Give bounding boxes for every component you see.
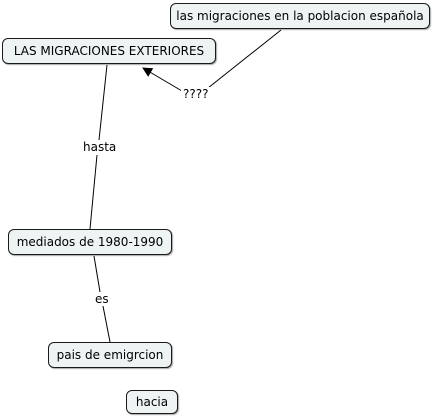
concept-node-hacia[interactable]: hacia <box>126 390 178 414</box>
line-hasta-to-mediados <box>89 154 98 230</box>
link-label-es[interactable]: es <box>93 292 111 306</box>
concept-node-migraciones-exteriores[interactable]: LAS MIGRACIONES EXTERIORES <box>2 38 216 64</box>
line-es-to-pais <box>102 305 111 343</box>
concept-node-mediados[interactable]: mediados de 1980-1990 <box>8 229 172 255</box>
arrow-question-to-main <box>142 67 183 92</box>
concept-node-migraciones-poblacion[interactable]: las migraciones en la poblacion española <box>170 3 430 29</box>
line-top-to-question <box>207 29 282 89</box>
link-label-question[interactable]: ???? <box>181 87 211 101</box>
line-mediados-to-es <box>93 255 101 293</box>
link-label-hasta[interactable]: hasta <box>81 140 119 154</box>
line-main-to-hasta <box>98 64 108 141</box>
concept-node-pais-emigracion[interactable]: pais de emigrcion <box>48 342 172 368</box>
